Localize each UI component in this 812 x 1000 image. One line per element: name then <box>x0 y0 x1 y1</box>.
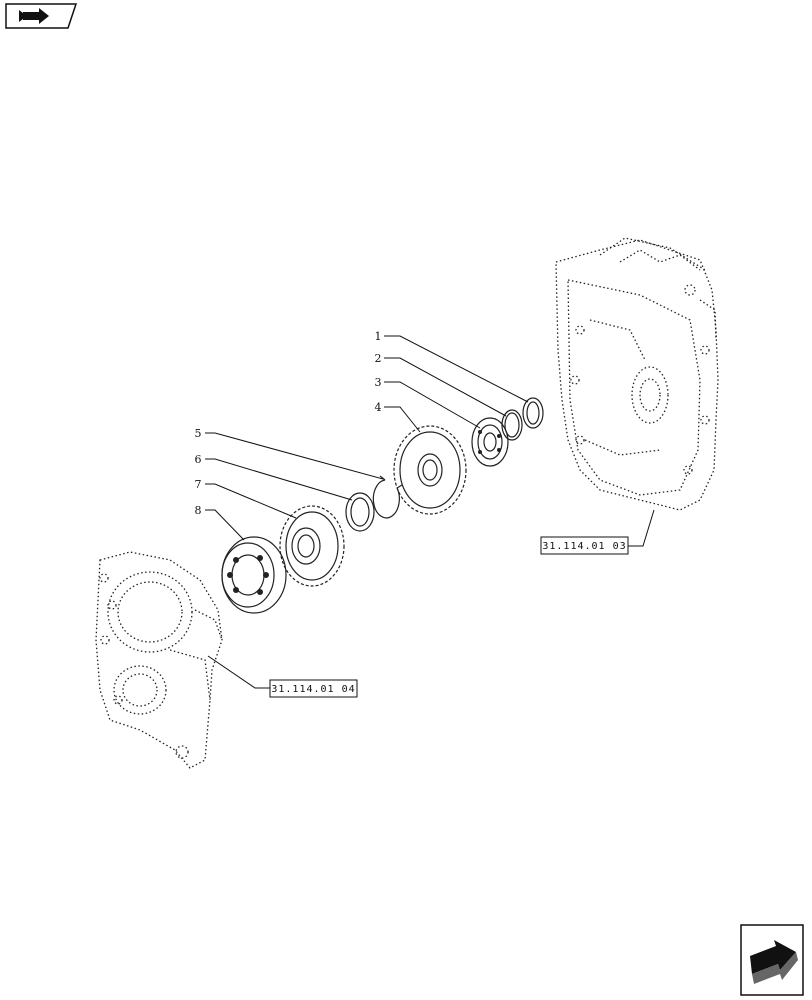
next-nav-badge[interactable] <box>740 924 804 996</box>
part-6-spacer <box>345 492 375 532</box>
part-8-bearing <box>221 536 287 614</box>
callout-6: 6 <box>195 453 202 466</box>
back-arrow-icon <box>19 8 49 24</box>
housing-ref-label: 31.114.01 03 <box>542 541 626 552</box>
part-1-ring <box>522 397 544 429</box>
part-3-bearing <box>471 417 509 467</box>
callout-4: 4 <box>375 401 382 414</box>
part-4-gear <box>393 425 467 515</box>
front-cover <box>95 551 223 769</box>
transmission-housing <box>555 237 719 511</box>
cover-ref-label: 31.114.01 04 <box>271 684 355 695</box>
callout-7: 7 <box>195 478 202 491</box>
callout-1: 1 <box>375 330 382 343</box>
part-2-snap-ring <box>501 409 523 441</box>
callout-2: 2 <box>375 352 382 365</box>
part-7-gear <box>279 505 345 587</box>
callout-3: 3 <box>375 376 382 389</box>
next-page-arrow-icon <box>750 940 798 984</box>
callout-5: 5 <box>195 427 202 440</box>
part-5-circlip <box>372 475 403 519</box>
cover-ref-link[interactable]: 31.114.01 04 <box>269 679 358 698</box>
callout-8: 8 <box>195 504 202 517</box>
housing-ref-link[interactable]: 31.114.01 03 <box>540 536 629 555</box>
back-nav-badge[interactable] <box>5 3 77 29</box>
